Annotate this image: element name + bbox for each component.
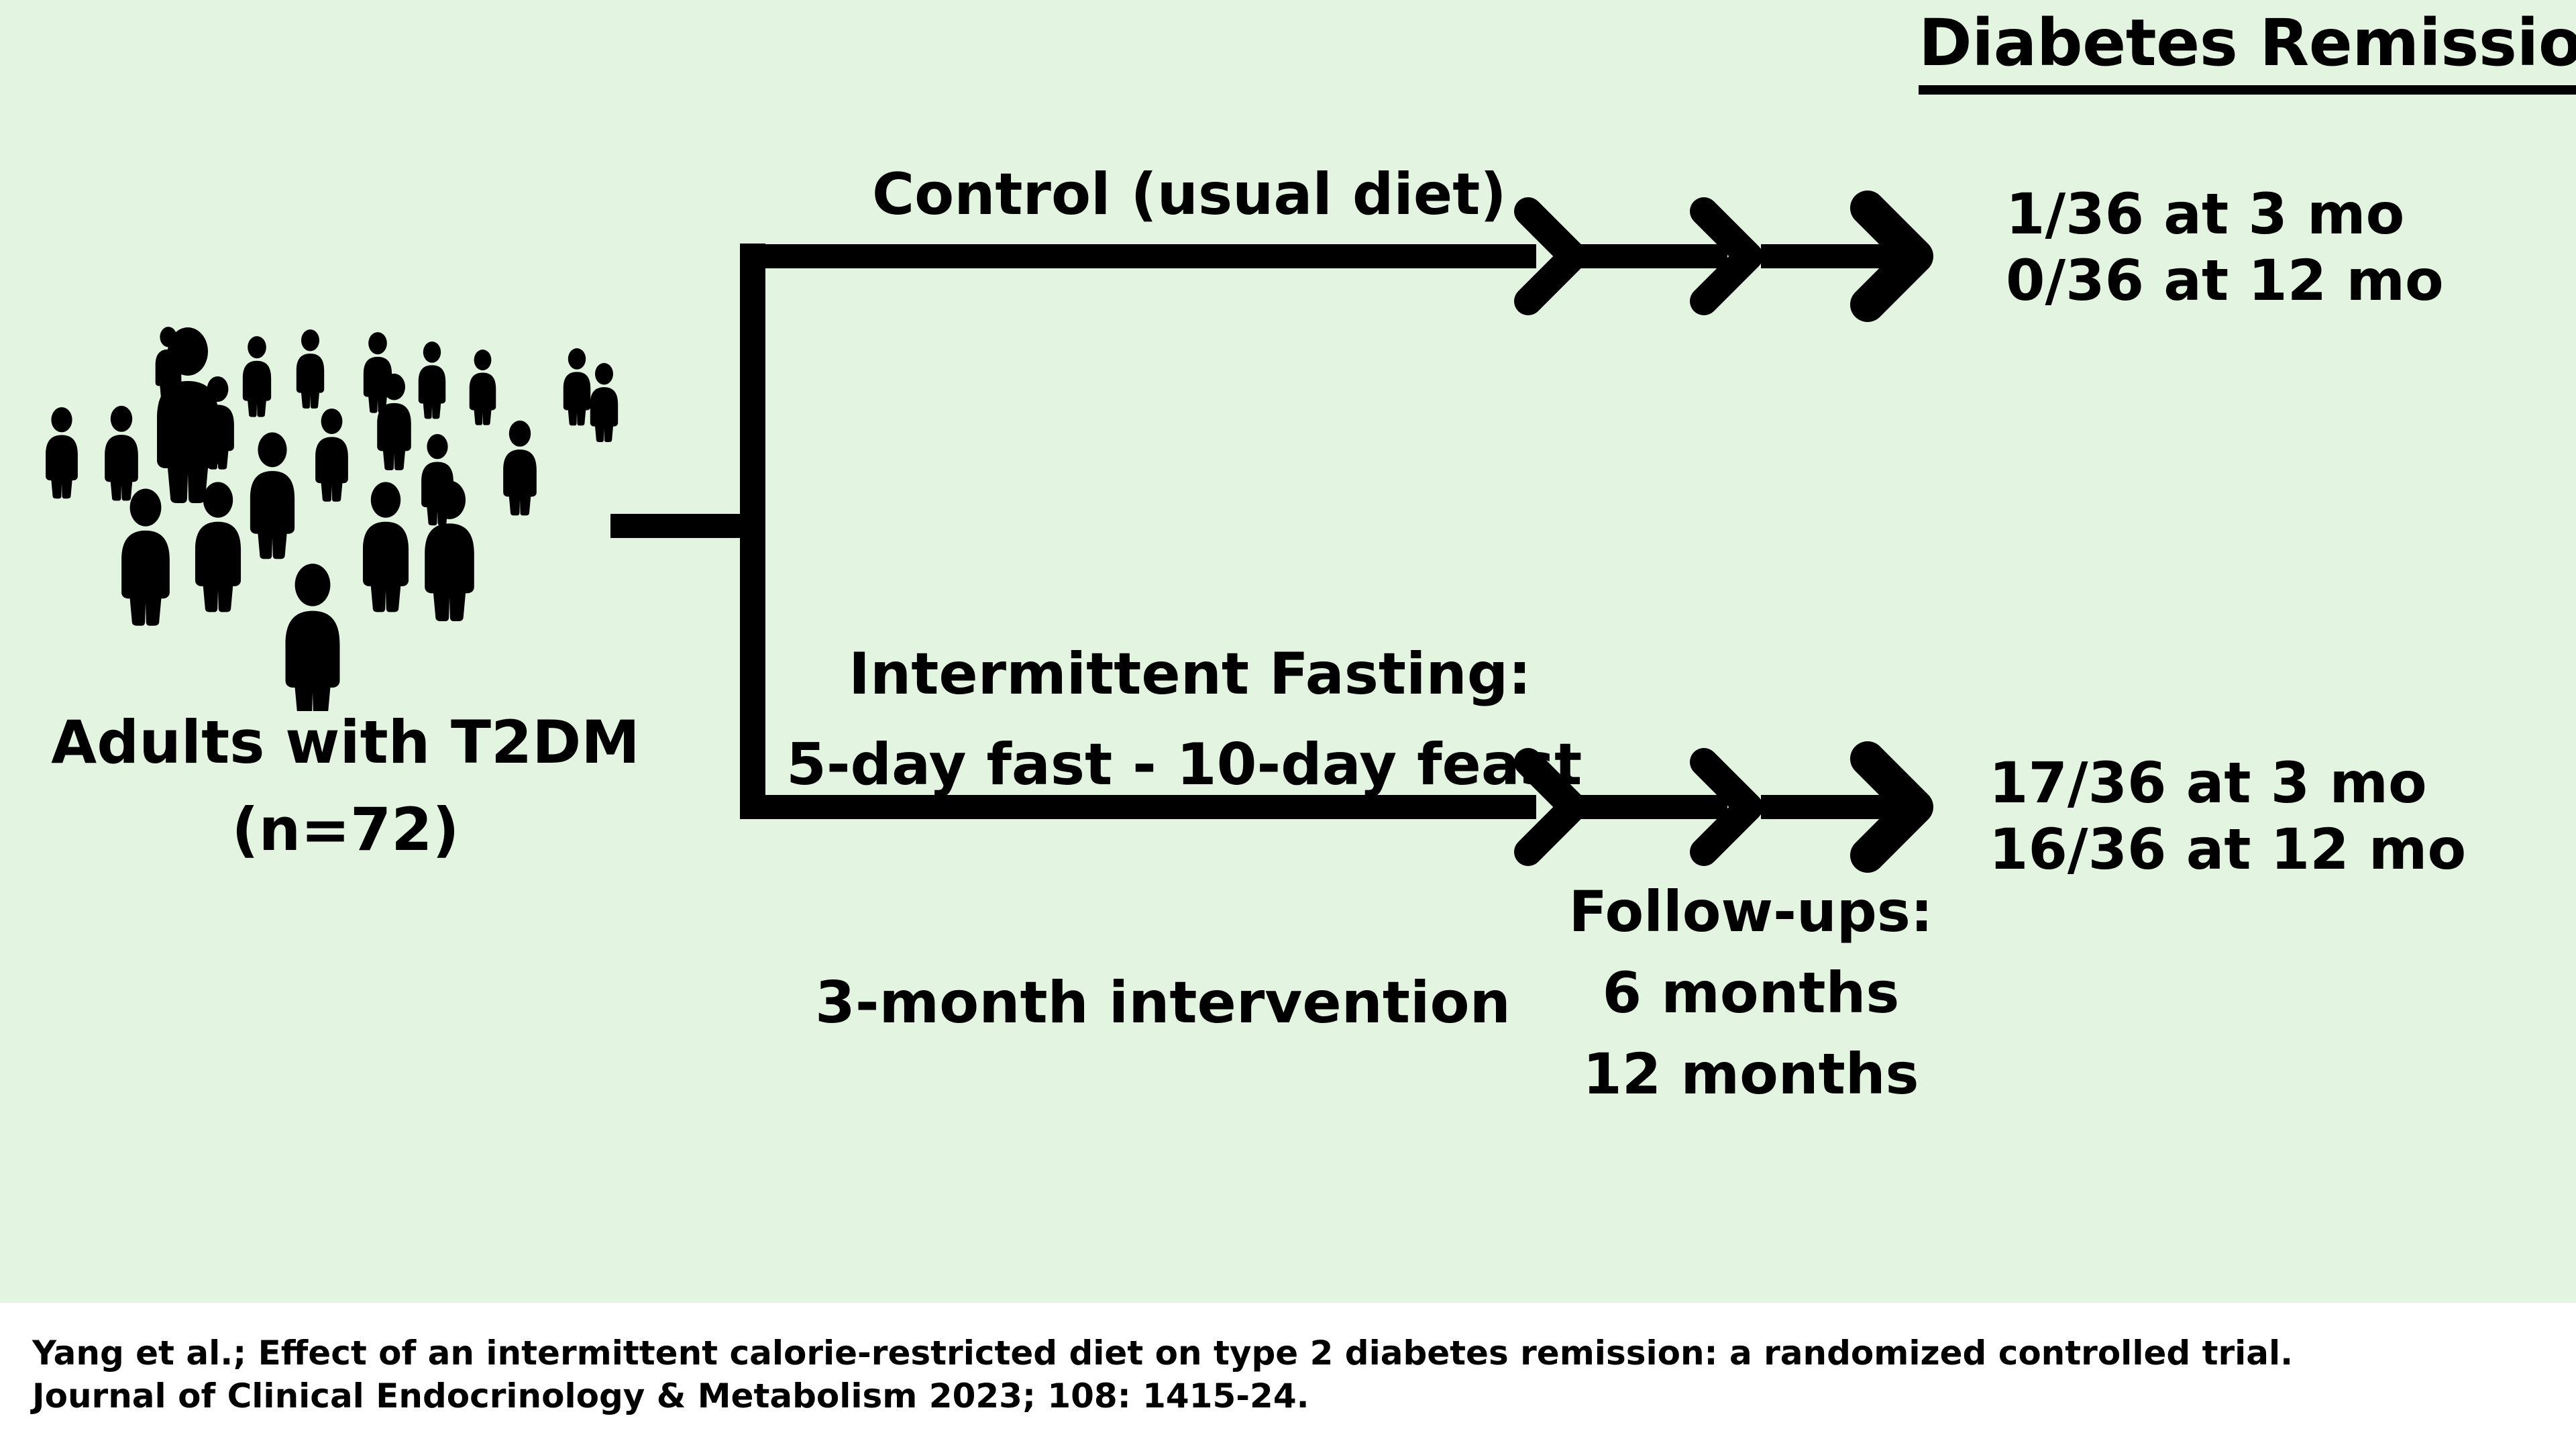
control-result-12mo: 0/36 at 12 mo [2006, 248, 2444, 314]
if-arm-label-line1: Intermittent Fasting: [849, 641, 1532, 708]
if-arm-results: 17/36 at 3 mo 16/36 at 12 mo [1989, 750, 2466, 883]
followup-6-months: 6 months [1602, 960, 1900, 1026]
if-arm-label-line2: 5-day fast - 10-day feast [786, 731, 1582, 798]
crowd-of-people-icon [46, 327, 619, 711]
citation-line-1: Yang et al.; Effect of an intermittent c… [32, 1334, 2294, 1373]
control-result-3mo: 1/36 at 3 mo [2006, 181, 2405, 247]
if-result-3mo: 17/36 at 3 mo [1989, 750, 2427, 816]
if-result-12mo: 16/36 at 12 mo [1989, 816, 2467, 883]
followups-block: Follow-ups: 6 months 12 months [1563, 879, 1939, 1122]
page-title: Diabetes Remission [1919, 5, 2576, 95]
control-arm-results: 1/36 at 3 mo 0/36 at 12 mo [2006, 181, 2444, 314]
intervention-duration-label: 3-month intervention [815, 969, 1511, 1036]
followups-heading: Follow-ups: [1568, 879, 1933, 945]
control-arm-label: Control (usual diet) [872, 161, 1507, 228]
citation-line-2: Journal of Clinical Endocrinology & Meta… [32, 1377, 1309, 1415]
citation: Yang et al.; Effect of an intermittent c… [32, 1332, 2293, 1417]
followup-12-months: 12 months [1582, 1041, 1919, 1108]
population-label: Adults with T2DM [51, 708, 640, 777]
population-count: (n=72) [231, 795, 460, 864]
diagram-panel [0, 0, 2576, 1303]
